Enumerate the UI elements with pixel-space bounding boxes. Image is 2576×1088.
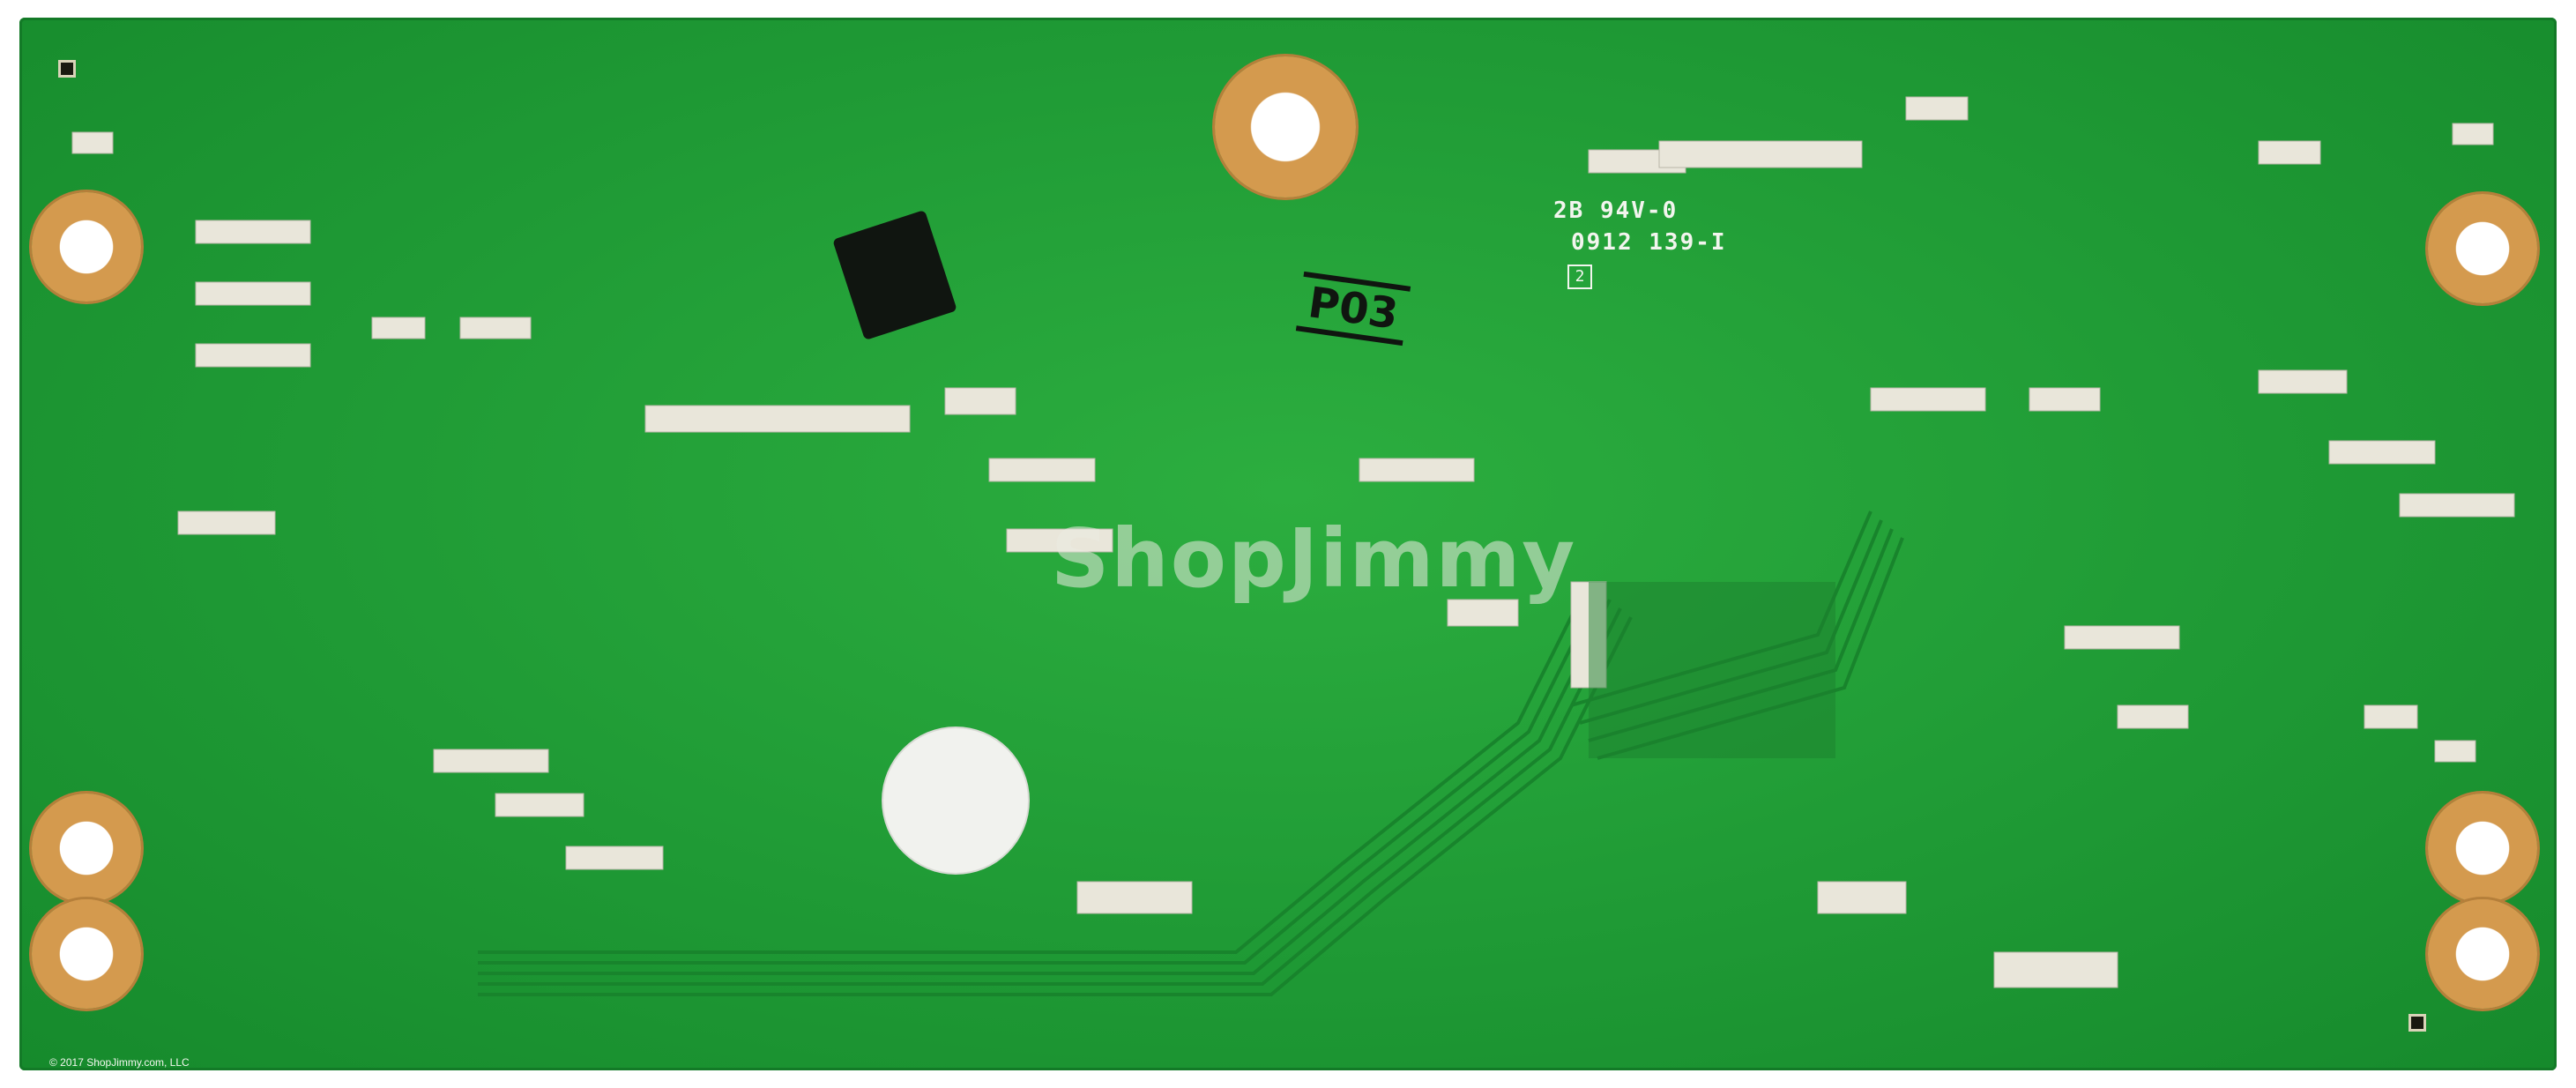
mounting-hole-top-right [2428, 194, 2537, 303]
fiducial-top-left [58, 60, 76, 78]
white-sticker [883, 728, 1028, 873]
ul-marking-line1: 2B 94V-0 [1553, 197, 1679, 224]
box-number: 2 [1567, 265, 1592, 289]
trace-layer [71, 96, 2515, 996]
fiducial-bottom-right [2408, 1014, 2426, 1032]
mounting-hole-left-bottom [32, 899, 141, 1009]
mounting-hole-top-left [32, 192, 141, 302]
ul-marking-line2: 0912 139-I [1571, 229, 1727, 256]
mounting-hole-right-bottom [2428, 899, 2537, 1009]
shopjimmy-watermark: ShopJimmy [1051, 511, 1577, 606]
copyright-text: © 2017 ShopJimmy.com, LLC [49, 1056, 190, 1069]
mounting-hole-left-middle [32, 794, 141, 903]
pcb-board: P03 2B 94V-0 0912 139-I 2 ShopJimmy [19, 18, 2557, 1070]
mounting-hole-top-center [1215, 56, 1356, 197]
mounting-hole-right-middle [2428, 794, 2537, 903]
